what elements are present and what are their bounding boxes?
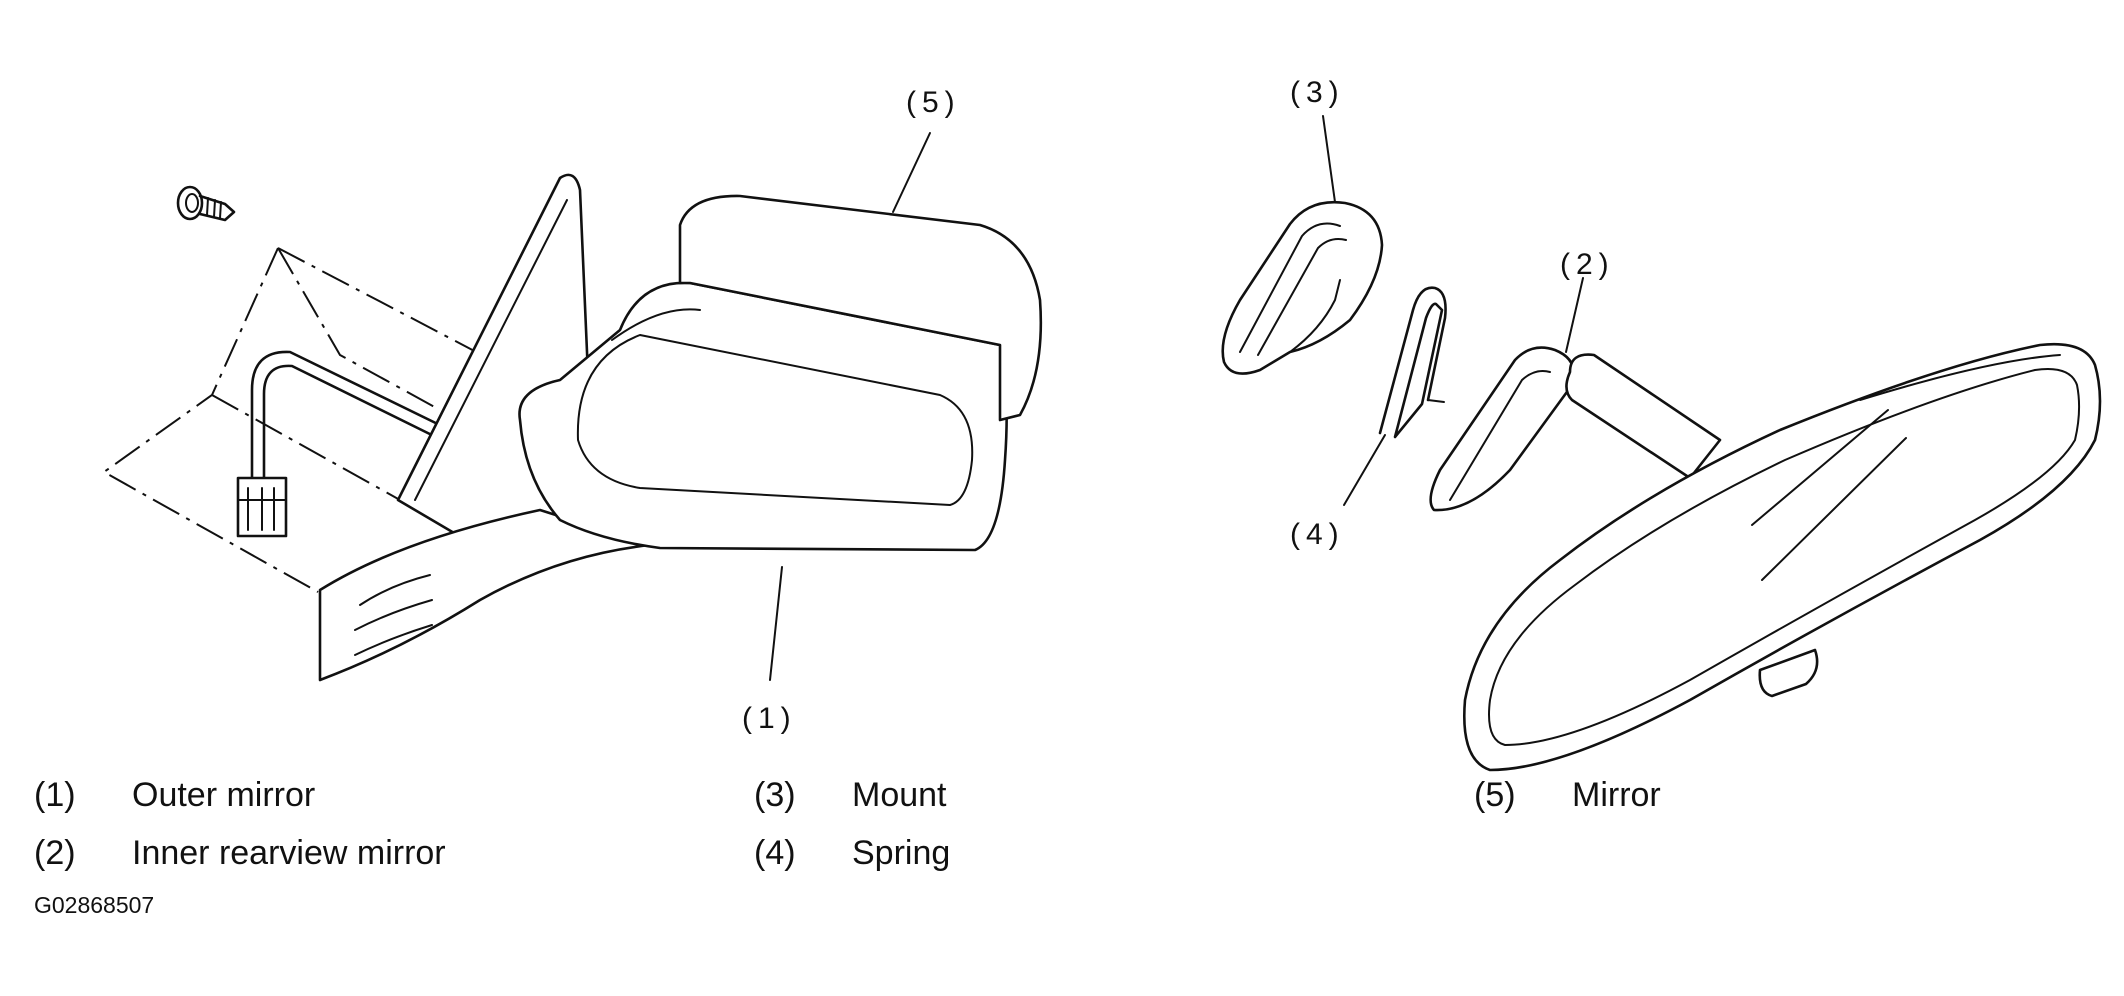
mount-icon [1221,200,1384,375]
callout-mount: (3) [1290,76,1345,109]
bolt-icon [176,185,236,222]
callout-inner-mirror: (2) [1560,248,1615,281]
spring-icon [1378,286,1447,439]
legend-num-4: (4) [754,834,796,872]
figure-id: G02868507 [34,892,155,918]
legend-num-1: (1) [34,776,76,814]
callout-outer-mirror: (1) [742,702,797,735]
legend-text-outer-mirror: Outer mirror [132,776,316,814]
callout-spring: (4) [1290,518,1345,551]
callout-outer-mirror-glass: (5) [906,86,961,119]
legend-num-5: (5) [1474,776,1516,814]
legend-text-mirror: Mirror [1572,776,1661,814]
legend-num-2: (2) [34,834,76,872]
leader-lines [769,115,1584,681]
legend-text-spring: Spring [852,834,951,872]
legend-num-3: (3) [754,776,796,814]
inner-mirror-illustration [1221,200,2102,772]
legend-text-inner-rearview-mirror: Inner rearview mirror [132,834,446,872]
inner-mirror-stay-icon [1429,346,1722,512]
legend-text-mount: Mount [852,776,947,814]
harness-connector-icon [236,350,452,538]
outer-mirror-illustration [102,173,1043,682]
